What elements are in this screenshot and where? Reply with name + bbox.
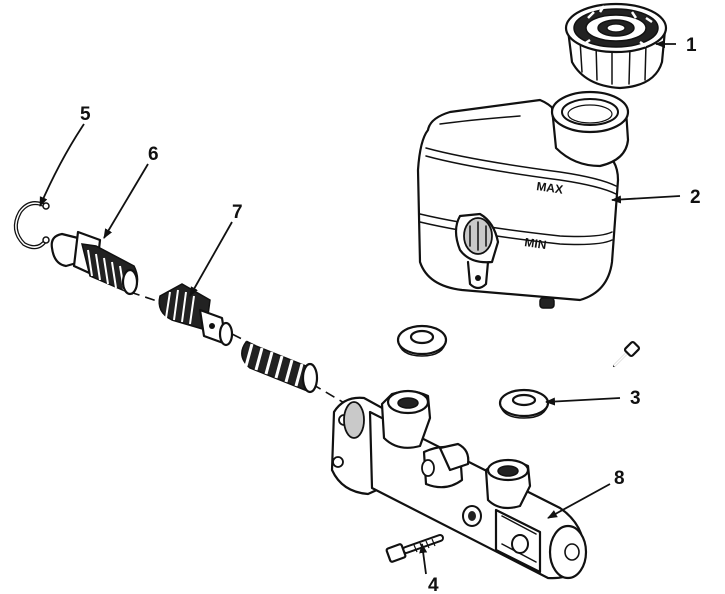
- primary-piston: [50, 230, 139, 296]
- master-cylinder-body: [330, 389, 588, 580]
- reservoir-grommet-upper: [396, 324, 448, 357]
- leader-7: [189, 221, 233, 297]
- reservoir-pin: [612, 340, 641, 368]
- callout-4: 4: [428, 575, 439, 594]
- callout-2: 2: [690, 187, 701, 208]
- snap-ring: [13, 201, 50, 250]
- mounting-bolt: [385, 534, 444, 563]
- reservoir-max-mark: MAX: [536, 179, 564, 197]
- callout-5: 5: [80, 104, 91, 125]
- reservoir-min-mark: MIN: [524, 235, 548, 252]
- callout-6: 6: [148, 144, 159, 165]
- callout-1: 1: [686, 35, 697, 56]
- leader-5: [39, 123, 85, 207]
- reservoir-cap: [564, 2, 668, 90]
- leader-6: [103, 163, 149, 239]
- secondary-piston: [158, 283, 234, 347]
- fluid-reservoir: MAX MIN: [416, 90, 630, 309]
- callout-3: 3: [630, 388, 641, 409]
- leader-4: [419, 543, 428, 575]
- return-spring: [241, 341, 319, 394]
- callout-8: 8: [614, 468, 625, 489]
- reservoir-grommet-lower: [498, 388, 550, 419]
- leader-8: [547, 483, 611, 519]
- leader-3: [545, 397, 621, 406]
- callout-7: 7: [232, 202, 243, 223]
- leader-2: [611, 195, 681, 204]
